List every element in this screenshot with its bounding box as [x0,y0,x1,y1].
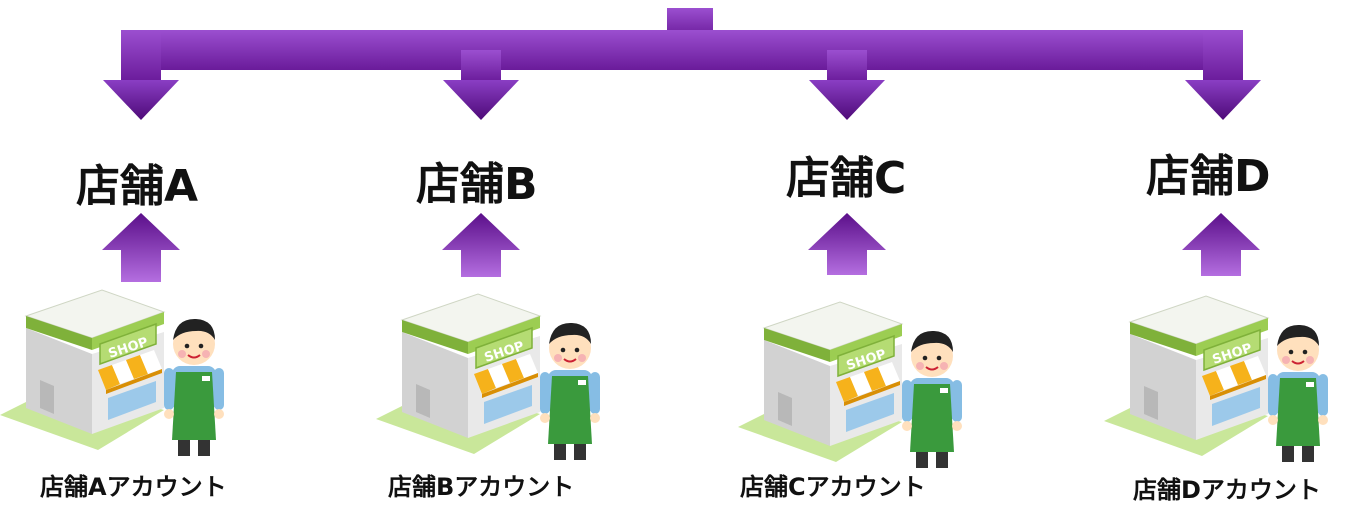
distribution-arrow-icon [103,8,1261,120]
up-arrow-a [102,213,180,282]
drop-stem-d [1203,30,1243,82]
shop-illustration-b [375,293,601,461]
store-title-a: 店舗A [76,161,199,212]
store-title-b: 店舗B [416,159,538,210]
drop-stem-c [827,50,867,82]
up-arrow-c [808,213,886,275]
down-arrow-d [1185,80,1261,120]
down-arrow-b [443,80,519,120]
shop-illustration-a [0,289,225,457]
account-label-c: 店舗Cアカウント [740,473,926,501]
store-title-c: 店舗C [786,153,907,204]
store-title-d: 店舗D [1146,151,1271,202]
down-arrow-c [809,80,885,120]
drop-stem-b [461,50,501,82]
shop-illustration-c [737,301,963,469]
up-arrow-b [442,213,520,277]
account-label-b: 店舗Bアカウント [388,473,575,501]
account-label-a: 店舗Aアカウント [40,473,227,501]
drop-stem-a [121,30,161,82]
up-arrow-d [1182,213,1260,276]
shop-building-icon [0,289,1329,469]
shop-illustration-d [1103,295,1329,463]
down-arrow-a [103,80,179,120]
up-arrow-icon [102,213,1260,282]
account-label-d: 店舗Dアカウント [1133,476,1321,504]
horizontal-bar [121,30,1243,70]
